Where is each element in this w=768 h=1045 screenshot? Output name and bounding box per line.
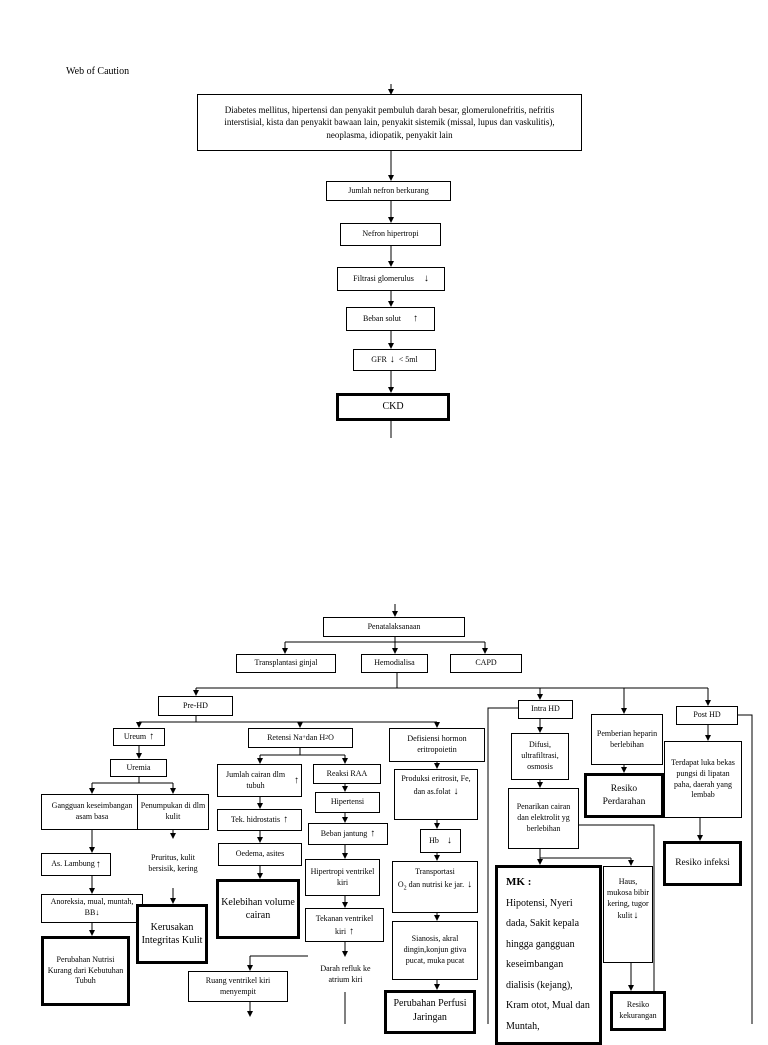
- post-hd-box: Post HD: [676, 706, 738, 725]
- produksi-box: Produksi eritrosit, Fe, dan as.folat↓: [394, 769, 478, 820]
- produksi-label: Produksi eritrosit, Fe, dan as.folat: [401, 774, 471, 796]
- ruang-ventrikel-box: Ruang ventrikel kiri menyempit: [188, 971, 288, 1002]
- retensi-end: O: [328, 732, 334, 742]
- gfr-label: GFR: [371, 354, 387, 364]
- arrow-down-icon: ↓: [389, 354, 395, 366]
- nefron-berkurang-box: Jumlah nefron berkurang: [326, 181, 451, 201]
- hipertensi-box: Hipertensi: [315, 792, 380, 813]
- beban-jantung-label: Beban jantung: [320, 828, 368, 838]
- jumlah-cairan-box: Jumlah cairan dlm tubuh ↑: [217, 764, 302, 797]
- as-lambung-label: As. Lambung: [51, 859, 95, 869]
- arrow-up-icon: ↑: [413, 313, 418, 325]
- retensi-superscript: +: [302, 734, 306, 741]
- arrow-up-icon: ↑: [149, 731, 155, 743]
- reaksi-raa-box: Reaksi RAA: [313, 764, 381, 784]
- perubahan-perfusi-box: Perubahan Perfusi Jaringan: [384, 990, 476, 1034]
- beban-jantung-box: Beban jantung↑: [308, 823, 388, 845]
- anoreksia-label: Anoreksia, mual, muntah, BB: [50, 897, 134, 917]
- mk-box: MK : Hipotensi, Nyeri dada, Sakit kepala…: [495, 865, 602, 1045]
- beban-solut-box: Beban solut ↑: [346, 307, 435, 331]
- arrow-up-icon: ↑: [294, 774, 299, 786]
- filtrasi-glomerulus-box: Filtrasi glomerulus ↓: [337, 267, 445, 291]
- resiko-kekurangan-box: Resiko kekurangan: [610, 991, 666, 1031]
- arrow-down-icon: ↓: [633, 910, 639, 922]
- darah-refluk-box: Darah refluk ke atrium kiri: [320, 963, 371, 984]
- uremia-box: Uremia: [110, 759, 167, 777]
- hb-label: Hb: [429, 835, 439, 845]
- gfr-box: GFR↓< 5ml: [353, 349, 436, 371]
- as-lambung-box: As. Lambung↑: [41, 853, 111, 876]
- hipertropi-ventrikel-box: Hipertropi ventrikel kiri: [305, 859, 380, 896]
- arrow-down-icon: ↓: [467, 878, 473, 890]
- arrow-up-icon: ↑: [283, 814, 289, 826]
- arrow-up-icon: ↑: [95, 858, 101, 870]
- penarikan-box: Penarikan cairan dan elektrolit yg berle…: [508, 788, 579, 849]
- hb-box: Hb ↓: [420, 829, 461, 853]
- transportasi-o: O: [397, 879, 404, 889]
- oedema-box: Oedema, asites: [218, 843, 302, 866]
- arrow-down-icon: ↓: [95, 907, 100, 917]
- ureum-label: Ureum: [123, 731, 147, 741]
- gangguan-asam-basa-box: Gangguan keseimbangan asam basa: [41, 794, 143, 830]
- tekanan-ventrikel-box: Tekanan ventrikel kiri↑: [305, 908, 384, 942]
- tekanan-ventrikel-label: Tekanan ventrikel kiri: [315, 914, 374, 936]
- penatalaksanaan-box: Penatalaksanaan: [323, 617, 465, 637]
- ckd-box: CKD: [336, 393, 450, 421]
- anoreksia-box: Anoreksia, mual, muntah, BB↓: [41, 894, 143, 923]
- arrow-up-icon: ↑: [349, 925, 355, 937]
- arrow-down-icon: ↓: [453, 785, 459, 797]
- intra-hd-box: Intra HD: [518, 700, 573, 719]
- terdapat-luka-box: Terdapat luka bekas pungsi di lipatan pa…: [664, 741, 742, 818]
- kerusakan-integritas-box: Kerusakan Integritas Kulit: [136, 904, 208, 964]
- jumlah-cairan-label: Jumlah cairan dlm tubuh: [225, 769, 286, 790]
- transplantasi-box: Transplantasi ginjal: [236, 654, 336, 673]
- retensi-label: Retensi Na: [267, 732, 303, 742]
- tek-hidrostatis-label: Tek. hidrostatis: [230, 814, 281, 824]
- transportasi-label: Transportasi: [415, 867, 455, 876]
- arrow-down-icon: ↓: [423, 273, 429, 285]
- retensi-subscript: 2: [325, 734, 329, 741]
- mk-list: Hipotensi, Nyeri dada, Sakit kepala hing…: [506, 897, 590, 1032]
- page-title: Web of Caution: [66, 66, 130, 77]
- filtrasi-label: Filtrasi glomerulus: [353, 273, 414, 283]
- sianosis-box: Sianosis, akral dingin,konjun gtiva puca…: [392, 921, 478, 980]
- tek-hidrostatis-box: Tek. hidrostatis↑: [217, 809, 302, 831]
- haus-box: Haus, mukosa bibir kering, tugor kulit↓: [603, 866, 653, 963]
- beban-solut-label: Beban solut: [363, 313, 401, 323]
- etiology-box: Diabetes mellitus, hipertensi dan penyak…: [197, 94, 582, 151]
- hemodialisa-box: Hemodialisa: [361, 654, 428, 673]
- nefron-hipertropi-box: Nefron hipertropi: [340, 223, 441, 246]
- ureum-box: Ureum↑: [113, 728, 165, 746]
- mk-heading: MK :: [506, 876, 532, 888]
- retensi-mid: dan H: [305, 732, 326, 742]
- resiko-perdarahan-box: Resiko Perdarahan: [584, 773, 664, 818]
- defisiensi-box: Defisiensi hormon eritropoietin: [389, 728, 485, 762]
- capd-box: CAPD: [450, 654, 522, 673]
- haus-label: Haus, mukosa bibir kering, tugor kulit: [607, 877, 649, 921]
- gfr-value: < 5ml: [398, 354, 418, 364]
- connector-lines: [89, 84, 753, 1024]
- pre-hd-box: Pre-HD: [158, 696, 233, 716]
- arrow-up-icon: ↑: [370, 828, 376, 840]
- pemberian-heparin-box: Pemberian heparin berlebihan: [591, 714, 663, 765]
- arrow-down-icon: ↓: [446, 835, 452, 847]
- kelebihan-volume-box: Kelebihan volume cairan: [216, 879, 300, 939]
- pruritus-box: Pruritus, kulit bersisik, kering: [148, 852, 198, 873]
- transportasi-subscript: 2: [403, 885, 407, 892]
- resiko-infeksi-box: Resiko infeksi: [663, 841, 742, 886]
- transportasi-end: dan nutrisi ke jar.: [406, 879, 465, 889]
- difusi-box: Difusi, ultrafiltrasi, osmosis: [511, 733, 569, 780]
- perubahan-nutrisi-box: Perubahan Nutrisi Kurang dari Kebutuhan …: [41, 936, 130, 1006]
- penumpukan-box: Penumpukan di dlm kulit: [137, 794, 209, 830]
